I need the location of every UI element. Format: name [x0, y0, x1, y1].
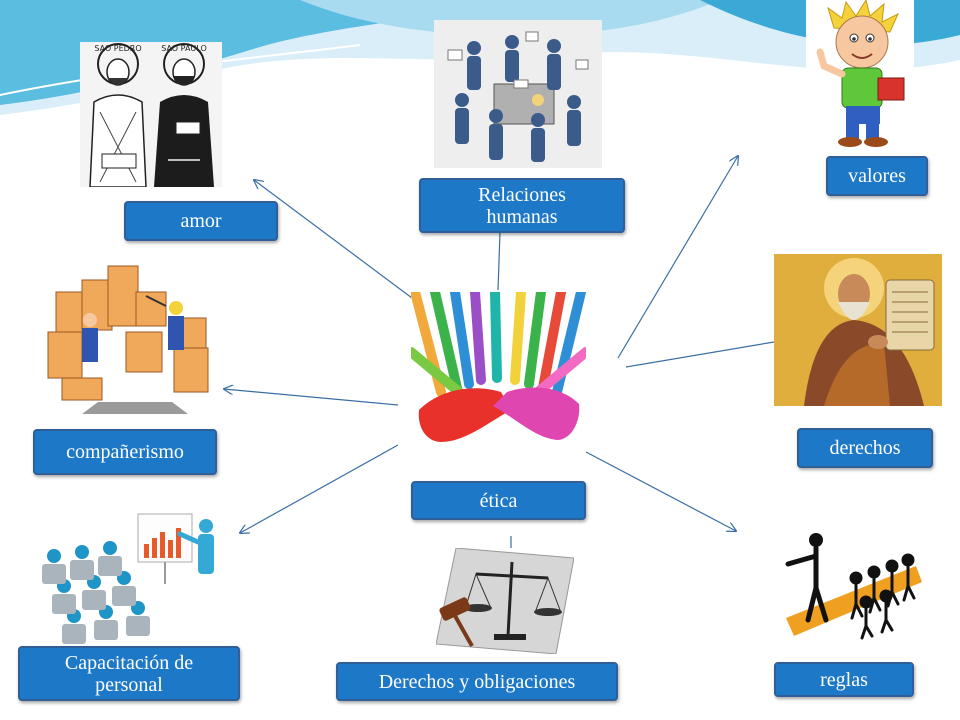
- node-derechos: derechos: [797, 428, 933, 468]
- handshake-image: [411, 292, 586, 450]
- coworkers-boxes-image: [42, 262, 212, 414]
- saints-caption-left: SAO PEDRO: [94, 44, 141, 53]
- boy-values-image: [806, 0, 914, 148]
- arrow-to-relaciones: [497, 231, 501, 291]
- node-etica: ética: [411, 481, 586, 520]
- node-capacitacion: Capacitación de personal: [18, 646, 240, 701]
- saints-caption-right: SAO PAULO: [161, 44, 207, 53]
- arrow-to-amor: [254, 180, 413, 299]
- saints-image: SAO PEDRO SAO PAULO: [80, 42, 222, 187]
- leader-rules-image: [766, 526, 922, 642]
- node-companerismo: compañerismo: [33, 429, 217, 475]
- node-reglas: reglas: [774, 662, 914, 697]
- arrow-to-companerismo: [224, 389, 399, 406]
- node-amor: amor: [124, 201, 278, 241]
- training-image: [34, 508, 220, 648]
- arrow-to-reglas: [585, 451, 736, 531]
- node-valores: valores: [826, 156, 928, 196]
- arrow-to-capacitacion: [240, 444, 399, 533]
- prophet-rights-image: [774, 254, 942, 406]
- arrow-to-derechos: [625, 341, 775, 368]
- office-people-image: [434, 20, 602, 168]
- justice-scales-image: [436, 548, 574, 654]
- node-relaciones-humanas: Relaciones humanas: [419, 178, 625, 233]
- arrow-to-valores: [617, 156, 738, 359]
- node-derechos-obligaciones: Derechos y obligaciones: [336, 662, 618, 701]
